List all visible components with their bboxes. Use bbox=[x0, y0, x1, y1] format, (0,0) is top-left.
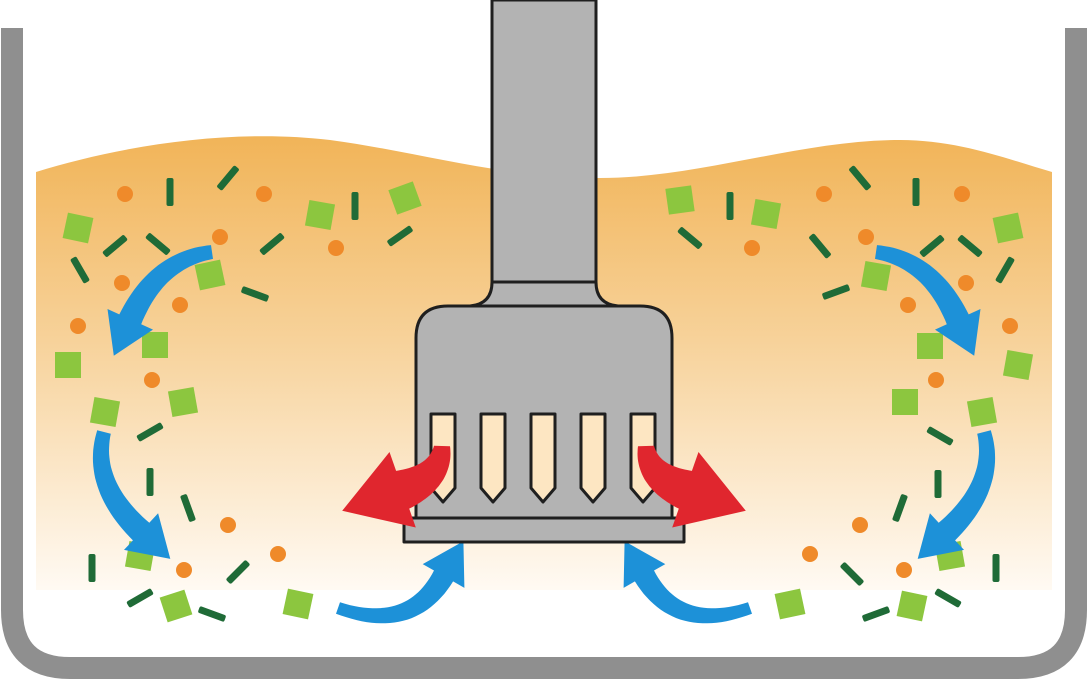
dark-dash-particle bbox=[217, 165, 239, 191]
green-square-particle bbox=[1002, 349, 1034, 381]
green-square-particle bbox=[304, 199, 336, 231]
red-curved-arrow-icon bbox=[342, 445, 451, 528]
green-square-particle bbox=[55, 352, 81, 378]
dark-dash-particle bbox=[840, 562, 864, 586]
dark-dash-particle bbox=[241, 286, 269, 302]
dark-dash-particle bbox=[919, 235, 945, 257]
green-square-particle bbox=[388, 181, 422, 215]
green-square-particle bbox=[89, 396, 121, 428]
orange-dot-particle bbox=[928, 372, 944, 388]
orange-dot-particle bbox=[220, 517, 236, 533]
stator-slot bbox=[579, 412, 607, 504]
green-square-particle bbox=[750, 198, 782, 230]
dark-dash-particle bbox=[351, 192, 359, 220]
dark-dash-particle bbox=[934, 588, 962, 608]
dark-dash-particle bbox=[849, 165, 871, 191]
blue-curved-arrow-icon bbox=[875, 245, 981, 356]
green-square-particle bbox=[917, 333, 943, 359]
dark-dash-particle bbox=[259, 233, 285, 255]
red-curved-arrow-icon bbox=[637, 445, 746, 528]
green-square-particle bbox=[896, 590, 928, 622]
dark-dash-particle bbox=[166, 178, 174, 206]
blue-curved-arrow-icon bbox=[92, 430, 171, 559]
dark-dash-particle bbox=[387, 225, 413, 247]
dark-dash-particle bbox=[88, 554, 96, 582]
orange-dot-particle bbox=[328, 240, 344, 256]
green-square-particle bbox=[860, 260, 892, 292]
green-square-particle bbox=[966, 396, 998, 428]
orange-dot-particle bbox=[117, 186, 133, 202]
stator-slot bbox=[529, 412, 557, 504]
orange-dot-particle bbox=[144, 372, 160, 388]
dark-dash-particle bbox=[822, 284, 850, 300]
suspended-particles bbox=[55, 165, 1034, 623]
rotor-stator-mixer-head-icon bbox=[402, 0, 686, 544]
dark-dash-particle bbox=[995, 256, 1015, 284]
dark-dash-particle bbox=[912, 178, 920, 206]
blue-curved-arrow-icon bbox=[107, 245, 213, 356]
dark-dash-particle bbox=[180, 494, 196, 522]
dark-dash-particle bbox=[70, 256, 90, 284]
circulation-flow-arrows bbox=[92, 245, 996, 624]
green-square-particle bbox=[62, 212, 94, 244]
dark-dash-particle bbox=[957, 235, 983, 257]
mixer-shaft bbox=[490, 0, 598, 292]
orange-dot-particle bbox=[896, 562, 912, 578]
orange-dot-particle bbox=[816, 186, 832, 202]
dark-dash-particle bbox=[145, 233, 171, 255]
green-square-particle bbox=[774, 588, 806, 620]
dark-dash-particle bbox=[126, 588, 154, 608]
dark-dash-particle bbox=[136, 422, 164, 442]
orange-dot-particle bbox=[852, 517, 868, 533]
orange-dot-particle bbox=[954, 186, 970, 202]
orange-dot-particle bbox=[802, 546, 818, 562]
dark-dash-particle bbox=[102, 235, 128, 257]
dark-dash-particle bbox=[677, 227, 703, 249]
green-square-particle bbox=[665, 185, 695, 215]
blue-curved-arrow-icon bbox=[623, 541, 752, 624]
orange-dot-particle bbox=[114, 275, 130, 291]
dark-dash-particle bbox=[226, 560, 250, 584]
green-square-particle bbox=[142, 332, 168, 358]
dark-dash-particle bbox=[892, 494, 908, 522]
orange-dot-particle bbox=[176, 562, 192, 578]
green-square-particle bbox=[892, 389, 918, 415]
orange-dot-particle bbox=[858, 229, 874, 245]
green-square-particle bbox=[992, 212, 1024, 244]
orange-dot-particle bbox=[958, 275, 974, 291]
blue-curved-arrow-icon bbox=[336, 541, 465, 624]
dark-dash-particle bbox=[809, 233, 831, 259]
outflow-arrows bbox=[342, 445, 746, 528]
orange-dot-particle bbox=[212, 229, 228, 245]
orange-dot-particle bbox=[744, 240, 760, 256]
orange-dot-particle bbox=[1002, 318, 1018, 334]
stator-slot bbox=[479, 412, 507, 504]
dark-dash-particle bbox=[992, 554, 1000, 582]
dark-dash-particle bbox=[198, 606, 226, 622]
orange-dot-particle bbox=[172, 297, 188, 313]
orange-dot-particle bbox=[270, 546, 286, 562]
mixer-collar bbox=[468, 280, 620, 308]
dark-dash-particle bbox=[862, 606, 890, 622]
green-square-particle bbox=[194, 259, 226, 291]
green-square-particle bbox=[159, 589, 193, 623]
dark-dash-particle bbox=[926, 426, 954, 446]
orange-dot-particle bbox=[900, 297, 916, 313]
orange-dot-particle bbox=[70, 318, 86, 334]
blue-curved-arrow-icon bbox=[917, 430, 996, 559]
orange-dot-particle bbox=[256, 186, 272, 202]
container-vessel bbox=[1, 28, 1087, 679]
dark-dash-particle bbox=[726, 192, 734, 220]
mixer-base-plate bbox=[402, 516, 686, 544]
dark-dash-particle bbox=[146, 468, 154, 496]
green-square-particle bbox=[167, 386, 199, 418]
green-square-particle bbox=[282, 588, 314, 620]
dark-dash-particle bbox=[934, 470, 942, 498]
